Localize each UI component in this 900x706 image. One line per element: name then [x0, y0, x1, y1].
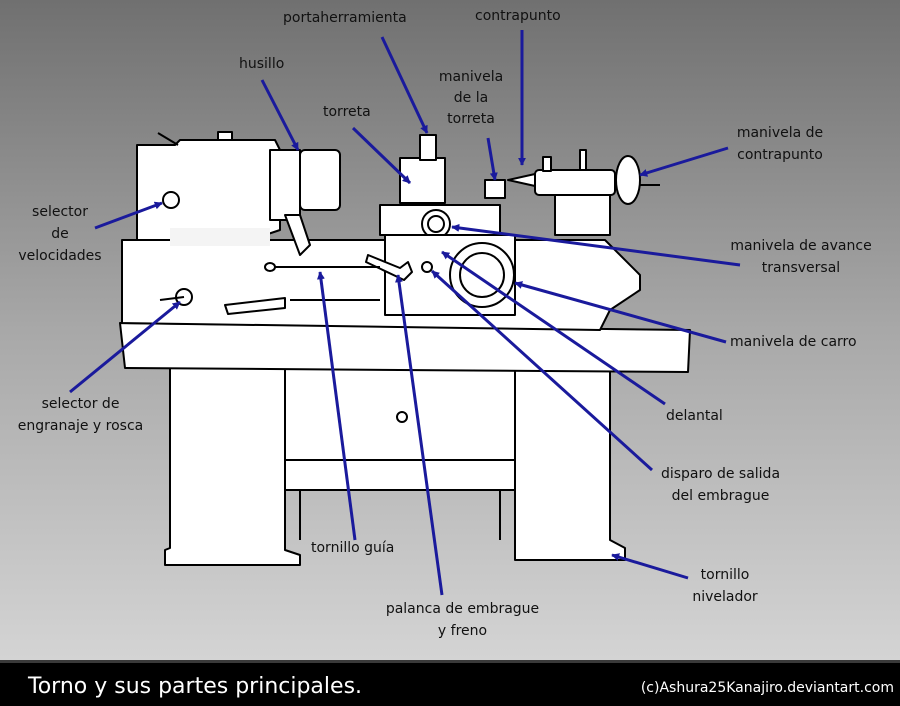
arrow-selector-velocidades [94, 201, 163, 230]
tailstock-body [534, 169, 616, 196]
label-tornillo-guia: tornillo guía [311, 540, 395, 556]
tailstock-handwheel [615, 155, 641, 205]
label-disparo-embrague: disparo de salida del embrague [660, 466, 781, 504]
label-tornillo-nivelador: tornillo nivelador [692, 567, 758, 605]
label-manivela-torreta: manivela de la torreta [438, 69, 504, 127]
arrow-palanca-embrague [395, 274, 444, 596]
arrow-husillo [260, 79, 300, 151]
toolholder [419, 134, 437, 161]
headstock [136, 139, 281, 241]
arrow-delantal [441, 250, 666, 406]
tailstock-center [507, 173, 536, 187]
label-contrapunto: contrapunto [475, 8, 561, 24]
label-palanca-embrague: palanca de embrague y freno [385, 601, 540, 639]
cabinet-knob [396, 411, 408, 423]
chuck [299, 149, 341, 211]
bed [121, 239, 641, 331]
footer-divider [0, 660, 900, 663]
arrow-tornillo-guia [316, 271, 357, 541]
left-leg [164, 364, 301, 566]
clutch-lever [365, 254, 413, 281]
label-manivela-contrapunto: manivela de contrapunto [736, 125, 824, 163]
label-manivela-avance: manivela de avance transversal [730, 238, 872, 276]
clutch-trip [421, 261, 433, 273]
arrow-manivela-contrapunto [639, 146, 729, 177]
label-portaherramienta: portaherramienta [283, 10, 407, 26]
arrow-manivela-torreta [486, 137, 498, 181]
label-delantal: delantal [666, 408, 723, 424]
spindle-housing [269, 149, 301, 221]
arrow-manivela-carro [514, 281, 727, 344]
arrow-portaherramienta [380, 36, 429, 134]
label-selector-engranaje: selector de engranaje y rosca [17, 396, 144, 434]
label-husillo: husillo [239, 56, 285, 72]
arrow-selector-engranaje [69, 300, 181, 394]
label-selector-velocidades: selector de velocidades [18, 204, 102, 264]
tailstock-base [554, 191, 611, 236]
lathe-drawing [69, 30, 741, 596]
footer-credit: (c)Ashura25Kanajiro.deviantart.com [640, 680, 894, 696]
speed-selector-knob [162, 191, 180, 209]
arrow-torreta [351, 126, 412, 185]
label-manivela-carro: manivela de carro [730, 334, 857, 350]
arrow-tornillo-nivelador [611, 553, 689, 580]
arrow-disparo-embrague [430, 269, 654, 472]
turret-handle [484, 179, 506, 199]
footer-bar: Torno y sus partes principales. (c)Ashur… [0, 660, 900, 706]
label-torreta: torreta [323, 104, 371, 120]
cabinet [284, 459, 516, 491]
footer-title: Torno y sus partes principales. [28, 674, 363, 699]
arrow-manivela-avance [451, 223, 741, 267]
right-leg [514, 364, 626, 561]
